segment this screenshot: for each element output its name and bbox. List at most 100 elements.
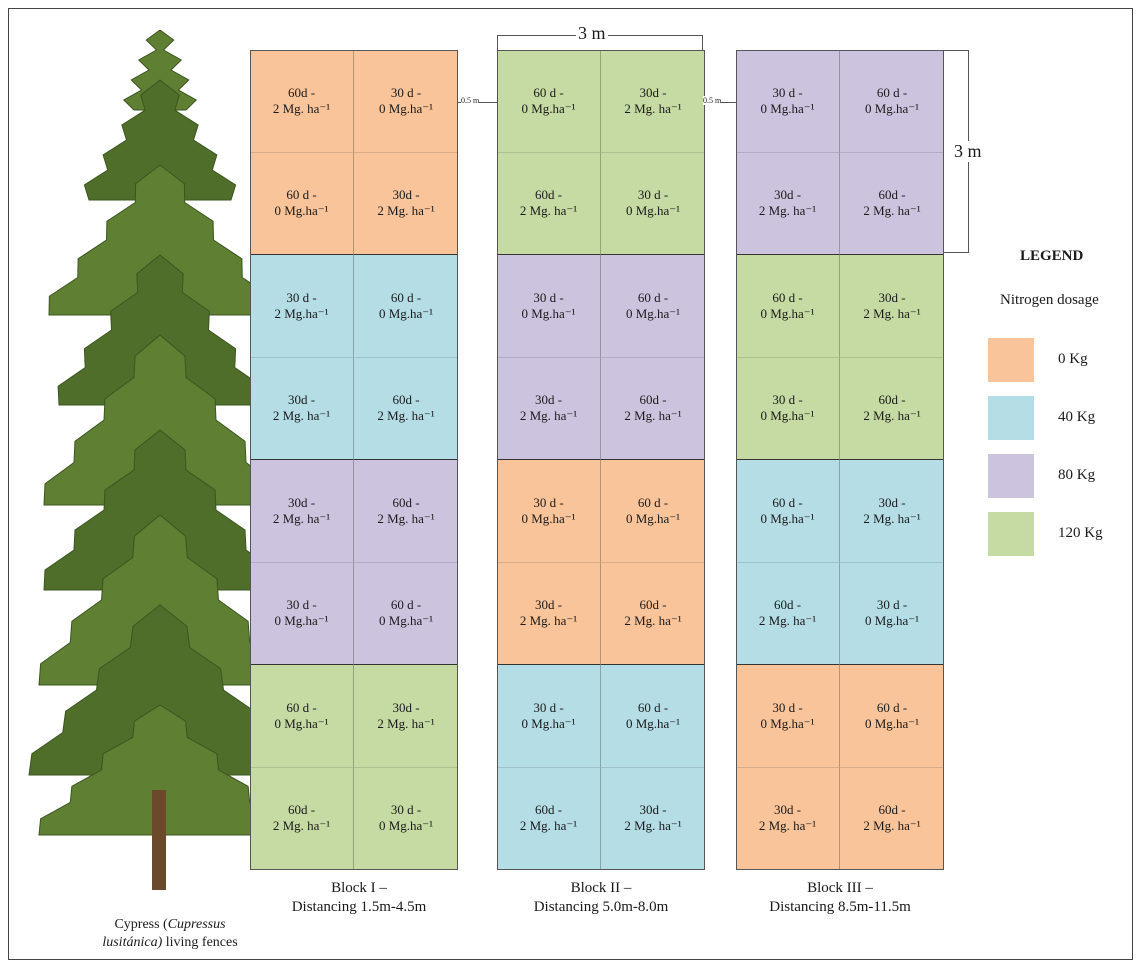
plot-cell: 30 d -0 Mg.ha⁻¹: [497, 665, 601, 768]
plot-cell-timing: 30 d -: [772, 84, 803, 100]
plot-cell: 60d -2 Mg. ha⁻¹: [840, 767, 944, 870]
plot-cell-timing: 60 d -: [637, 289, 669, 305]
plot-cell-timing: 60d -: [878, 802, 906, 818]
plot-cell-timing: 30d -: [639, 802, 667, 818]
plot-cell-dose: 0 Mg.ha⁻¹: [274, 613, 329, 629]
plot-cell: 30d -2 Mg. ha⁻¹: [840, 255, 944, 358]
plot-cell: 30 d -0 Mg.ha⁻¹: [736, 665, 840, 768]
plot-cell-timing: 60d -: [287, 802, 316, 818]
plot-cell: 30d -2 Mg. ha⁻¹: [601, 767, 705, 870]
plot-cell-timing: 30d -: [773, 802, 802, 818]
plot-cell-dose: 2 Mg. ha⁻¹: [272, 818, 331, 834]
plot-cell-timing: 60d -: [878, 392, 906, 408]
right-dimension-bottom-tick: [943, 252, 969, 253]
plot-cell-dose: 0 Mg.ha⁻¹: [521, 305, 576, 321]
plot-cell: 30d -2 Mg. ha⁻¹: [736, 767, 840, 870]
plot-cell-dose: 2 Mg.ha⁻¹: [274, 305, 329, 321]
plot-cell: 60 d -0 Mg.ha⁻¹: [354, 255, 458, 358]
plot-cell-dose: 2 Mg. ha⁻¹: [377, 715, 435, 731]
tree-caption-suffix: living fences: [162, 935, 238, 950]
block-3-caption: Block III – Distancing 8.5m-11.5m: [710, 879, 970, 917]
gap-1-label: 0.5 m: [461, 96, 480, 105]
plot-cell-dose: 0 Mg.ha⁻¹: [521, 100, 576, 116]
plot-cell: 30d -2 Mg. ha⁻¹: [250, 460, 354, 563]
plot-cell: 60d -2 Mg. ha⁻¹: [601, 357, 705, 460]
plot-cell: 60 d -0 Mg.ha⁻¹: [601, 255, 705, 358]
block-2-caption: Block II – Distancing 5.0m-8.0m: [471, 879, 731, 917]
plot-cell-timing: 60 d -: [286, 699, 317, 715]
plot-cell: 30d -2 Mg. ha⁻¹: [354, 665, 458, 768]
plot-cell-dose: 2 Mg. ha⁻¹: [519, 613, 578, 629]
plot-cell-dose: 0 Mg.ha⁻¹: [378, 613, 434, 629]
plot-cell-dose: 2 Mg. ha⁻¹: [377, 510, 435, 526]
plot-cell-dose: 0 Mg.ha⁻¹: [521, 715, 576, 731]
plot-cell-dose: 0 Mg.ha⁻¹: [378, 100, 434, 116]
plot-cell: 60 d -0 Mg.ha⁻¹: [250, 152, 354, 255]
block-1-caption: Block I – Distancing 1.5m-4.5m: [229, 879, 489, 917]
plot-cell-timing: 60d -: [639, 597, 667, 613]
plot-cell-timing: 30 d -: [390, 802, 422, 818]
block-3-name: Block III –: [807, 880, 873, 896]
plot-cell-dose: 2 Mg. ha⁻¹: [863, 408, 921, 424]
plot-cell-dose: 2 Mg. ha⁻¹: [519, 203, 578, 219]
plot-cell-timing: 30d -: [773, 187, 802, 203]
plot-cell-dose: 2 Mg. ha⁻¹: [377, 408, 435, 424]
plot-cell-timing: 30d -: [534, 392, 563, 408]
plot-cell-dose: 2 Mg. ha⁻¹: [377, 203, 435, 219]
plot-cell: 60 d -0 Mg.ha⁻¹: [250, 665, 354, 768]
plot-cell-dose: 2 Mg. ha⁻¹: [624, 100, 682, 116]
plot-cell-timing: 60 d -: [286, 187, 317, 203]
plot-cell-timing: 60d -: [878, 187, 906, 203]
top-dimension-tick-right: [702, 35, 703, 50]
plot-cell: 30d -2 Mg. ha⁻¹: [601, 50, 705, 153]
plot-cell-timing: 60d -: [639, 392, 667, 408]
plot-cell-dose: 0 Mg.ha⁻¹: [378, 818, 434, 834]
plot-cell: 60 d -0 Mg.ha⁻¹: [840, 50, 944, 153]
plot-cell-timing: 30 d -: [637, 187, 669, 203]
plot-cell-timing: 30d -: [287, 392, 316, 408]
plot-cell: 30 d -0 Mg.ha⁻¹: [354, 767, 458, 870]
figure-frame: [8, 8, 1133, 960]
plot-cell: 60d -2 Mg. ha⁻¹: [840, 152, 944, 255]
plot-cell-timing: 60d -: [392, 494, 420, 510]
plot-cell: 30 d -0 Mg.ha⁻¹: [250, 562, 354, 665]
legend-title: LEGEND: [1020, 248, 1084, 264]
block-1-distance: Distancing 1.5m-4.5m: [291, 899, 427, 915]
plot-cell: 60 d -0 Mg.ha⁻¹: [736, 460, 840, 563]
plot-cell-dose: 0 Mg.ha⁻¹: [864, 715, 920, 731]
plot-cell-dose: 0 Mg.ha⁻¹: [378, 305, 434, 321]
plot-cell: 60 d -0 Mg.ha⁻¹: [497, 50, 601, 153]
plot-cell-timing: 60d -: [534, 802, 563, 818]
plot-cell-timing: 30d -: [392, 699, 420, 715]
block-2-name: Block II –: [570, 880, 632, 896]
plot-cell-timing: 60 d -: [533, 84, 564, 100]
plot-cell-dose: 0 Mg.ha⁻¹: [760, 715, 815, 731]
legend-label: 40 Kg: [1058, 409, 1096, 425]
plot-cell-dose: 0 Mg.ha⁻¹: [760, 305, 815, 321]
plot-cell-dose: 0 Mg.ha⁻¹: [274, 203, 329, 219]
plot-cell-dose: 0 Mg.ha⁻¹: [625, 715, 681, 731]
plot-cell-dose: 2 Mg. ha⁻¹: [863, 818, 921, 834]
plot-cell-timing: 60 d -: [876, 84, 908, 100]
plot-cell-dose: 0 Mg.ha⁻¹: [864, 100, 920, 116]
plot-cell: 30d -2 Mg. ha⁻¹: [736, 152, 840, 255]
plot-cell: 60d -2 Mg. ha⁻¹: [497, 152, 601, 255]
block-3-distance: Distancing 8.5m-11.5m: [769, 899, 911, 915]
plot-cell-timing: 60d -: [534, 187, 563, 203]
plot-cell-timing: 30 d -: [772, 699, 803, 715]
plot-cell-dose: 2 Mg. ha⁻¹: [272, 100, 331, 116]
right-dimension-label: 3 m: [952, 141, 984, 162]
plot-cell-timing: 60 d -: [772, 494, 803, 510]
plot-cell-dose: 0 Mg.ha⁻¹: [521, 510, 576, 526]
plot-cell-timing: 30d -: [878, 494, 906, 510]
plot-cell-timing: 60 d -: [637, 699, 669, 715]
plot-cell-dose: 0 Mg.ha⁻¹: [274, 715, 329, 731]
block-1-name: Block I –: [331, 880, 387, 896]
plot-cell: 30 d -0 Mg.ha⁻¹: [354, 50, 458, 153]
plot-cell-dose: 0 Mg.ha⁻¹: [760, 100, 815, 116]
plot-cell: 30 d -0 Mg.ha⁻¹: [736, 357, 840, 460]
legend-label: 80 Kg: [1058, 467, 1096, 483]
plot-cell: 30d -2 Mg. ha⁻¹: [497, 357, 601, 460]
plot-cell-dose: 0 Mg.ha⁻¹: [625, 305, 681, 321]
